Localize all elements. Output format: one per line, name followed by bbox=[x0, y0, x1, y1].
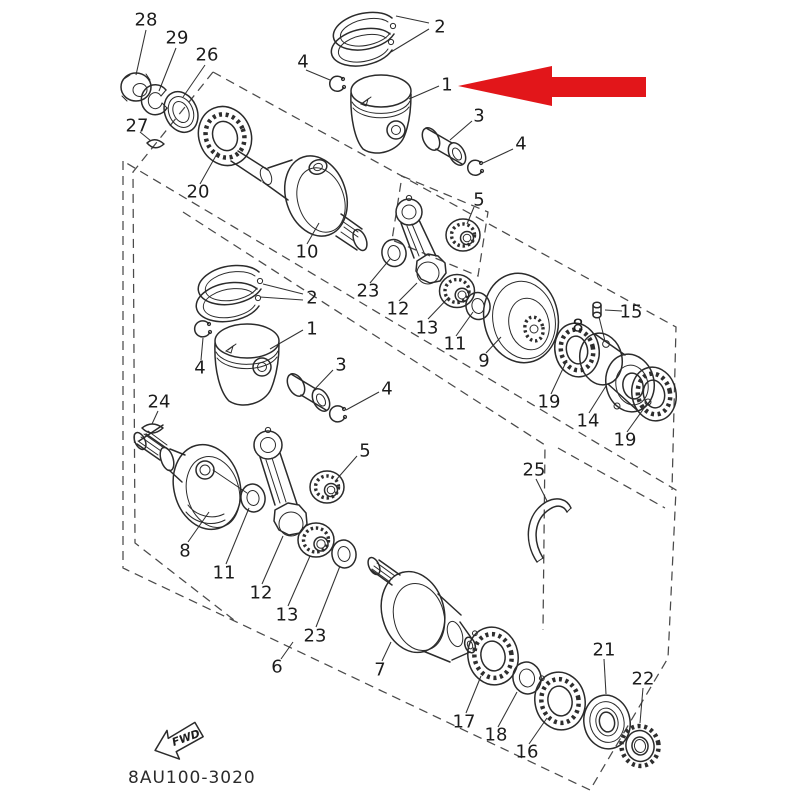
part-label-8: 8 bbox=[572, 316, 583, 337]
leader-lines bbox=[135, 15, 648, 745]
part-label-4: 4 bbox=[515, 134, 526, 155]
part-label-20: 20 bbox=[187, 182, 210, 203]
part-25-crescent bbox=[527, 498, 572, 563]
part-2-ring-set-top bbox=[330, 11, 397, 67]
part-4-circlip-top-right bbox=[466, 159, 485, 177]
part-5-small-end-bearing-top bbox=[445, 218, 481, 252]
part-label-12: 12 bbox=[250, 583, 273, 604]
part-label-17: 17 bbox=[453, 712, 476, 733]
part-label-13: 13 bbox=[416, 318, 439, 339]
fwd-direction-marker: FWD bbox=[154, 721, 204, 760]
part-4-circlip-top-left bbox=[328, 75, 347, 93]
part-label-19: 19 bbox=[538, 392, 561, 413]
part-label-13: 13 bbox=[276, 605, 299, 626]
part-1-piston-top bbox=[350, 74, 412, 154]
part-label-2: 2 bbox=[434, 17, 445, 38]
part-10-crankshaft-half bbox=[230, 150, 368, 252]
part-1-piston-mid bbox=[214, 323, 280, 406]
part-12-connecting-rod-low bbox=[253, 426, 308, 537]
part-22-drive-gear bbox=[619, 723, 661, 769]
part-4-circlip-mid-left bbox=[193, 320, 213, 338]
part-label-21: 21 bbox=[593, 640, 616, 661]
highlight-arrow-icon bbox=[458, 66, 646, 106]
part-26-oil-seal bbox=[163, 90, 199, 134]
part-label-27: 27 bbox=[126, 116, 149, 137]
part-2-ring-set-mid bbox=[195, 264, 264, 323]
part-19-bearing-right bbox=[631, 366, 677, 422]
part-label-5: 5 bbox=[359, 441, 370, 462]
part-label-1: 1 bbox=[441, 75, 452, 96]
part-label-15: 15 bbox=[620, 302, 643, 323]
inner-box-edge bbox=[557, 447, 666, 509]
part-label-28: 28 bbox=[135, 10, 158, 31]
part-label-26: 26 bbox=[196, 45, 219, 66]
part-label-23: 23 bbox=[304, 626, 327, 647]
part-14-labyrinth-seal bbox=[579, 332, 655, 413]
part-4-circlip-mid-right bbox=[328, 405, 348, 423]
part-23-washer-top bbox=[381, 238, 407, 268]
part-13-big-end-bearing-top bbox=[438, 273, 476, 309]
part-label-7: 7 bbox=[374, 660, 385, 681]
part-label-10: 10 bbox=[296, 242, 319, 263]
part-16-bearing bbox=[534, 671, 586, 731]
part-label-19: 19 bbox=[614, 430, 637, 451]
part-11-washer-low bbox=[240, 483, 266, 513]
part-label-25: 25 bbox=[523, 460, 546, 481]
part-9-crank-web bbox=[482, 272, 560, 364]
part-label-9: 9 bbox=[478, 351, 489, 372]
part-label-16: 16 bbox=[516, 742, 539, 763]
part-21-seal bbox=[583, 694, 631, 750]
part-15-dowel-pin bbox=[592, 301, 602, 319]
part-label-4: 4 bbox=[194, 358, 205, 379]
part-20-bearing bbox=[197, 105, 253, 167]
part-label-12: 12 bbox=[387, 299, 410, 320]
part-label-18: 18 bbox=[485, 725, 508, 746]
drawing-number: 8AU100-3020 bbox=[128, 768, 256, 788]
part-label-23: 23 bbox=[357, 281, 380, 302]
bearing-kit-box bbox=[391, 175, 489, 277]
part-27-woodruff-key bbox=[146, 139, 165, 149]
part-24-woodruff-key bbox=[141, 423, 164, 434]
part-label-8: 8 bbox=[179, 541, 190, 562]
part-label-1: 1 bbox=[306, 319, 317, 340]
part-label-11: 11 bbox=[444, 334, 467, 355]
part-label-3: 3 bbox=[473, 106, 484, 127]
part-label-4: 4 bbox=[381, 379, 392, 400]
part-label-22: 22 bbox=[632, 669, 655, 690]
part-18-washer bbox=[512, 661, 542, 695]
part-label-4: 4 bbox=[297, 52, 308, 73]
part-label-11: 11 bbox=[213, 563, 236, 584]
part-28-nut bbox=[120, 72, 152, 102]
part-17-bearing bbox=[467, 626, 519, 686]
part-5-small-end-bearing-low bbox=[309, 470, 345, 504]
part-13-big-end-bearing-low bbox=[297, 522, 335, 558]
part-3-piston-pin-mid bbox=[286, 373, 331, 412]
part-8-crankshaft-half bbox=[133, 424, 248, 531]
part-label-6: 6 bbox=[271, 657, 282, 678]
part-7-crankshaft-half bbox=[367, 556, 477, 663]
inner-box bbox=[182, 211, 546, 631]
part-label-14: 14 bbox=[577, 411, 600, 432]
part-label-3: 3 bbox=[335, 355, 346, 376]
part-29-lock-washer bbox=[140, 83, 168, 116]
part-23-washer-low bbox=[331, 539, 357, 569]
part-3-piston-pin-top bbox=[421, 127, 467, 166]
part-label-24: 24 bbox=[148, 392, 171, 413]
outer-assembly-box bbox=[122, 159, 677, 791]
part-label-5: 5 bbox=[473, 190, 484, 211]
part-label-29: 29 bbox=[166, 28, 189, 49]
part-12-connecting-rod-top bbox=[395, 194, 447, 285]
part-label-2: 2 bbox=[306, 288, 317, 309]
middle-box-right bbox=[212, 71, 677, 491]
part-number-labels: 2829262720241345102312131191581914192413… bbox=[126, 10, 655, 763]
